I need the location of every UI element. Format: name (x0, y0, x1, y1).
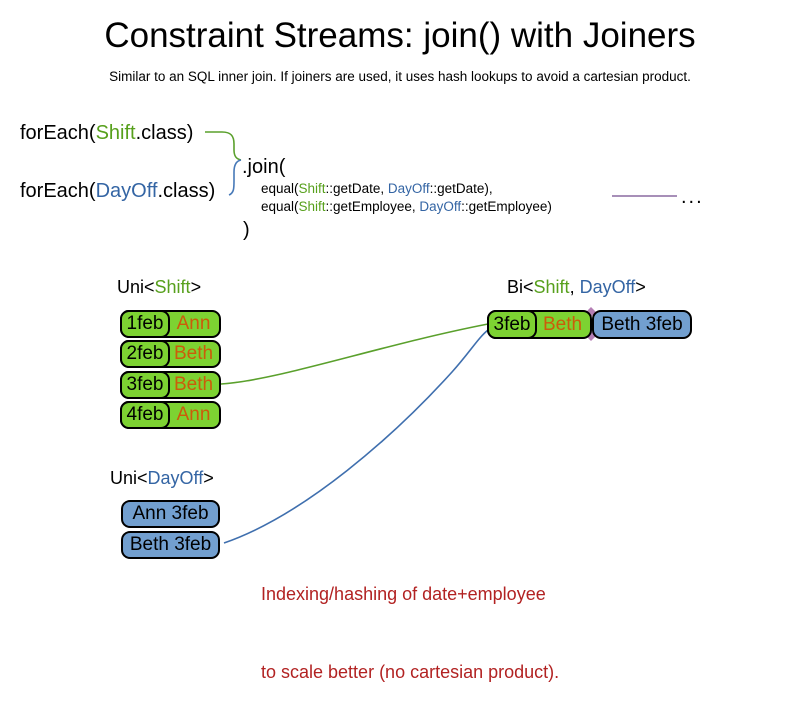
dayoff-class-token: DayOff (419, 199, 462, 214)
dayoff-row-ann-3feb: Ann 3feb (121, 500, 220, 528)
bi-label: Bi<Shift, DayOff> (507, 277, 646, 298)
brace-shift-to-join-line (205, 131, 242, 161)
shift-date-cell: 1feb (120, 310, 170, 338)
shift-date-cell: 3feb (120, 371, 170, 399)
uni-dayoff-label: Uni<DayOff> (110, 468, 214, 489)
shift-employee-cell: Ann (176, 404, 211, 425)
label-text: > (190, 277, 202, 297)
label-text: Bi< (507, 277, 534, 297)
dayoff-type-token: DayOff (147, 468, 204, 488)
more-joiners-ellipsis: ... (681, 186, 704, 208)
page-subtitle: Similar to an SQL inner join. If joiners… (109, 69, 691, 84)
code-foreach-dayoff: forEach(DayOff.class) (20, 179, 215, 203)
indexing-note-line1: Indexing/hashing of date+employee (261, 584, 546, 604)
connector-shift-to-bi-line (220, 323, 489, 385)
indexing-note-line2: to scale better (no cartesian product). (261, 662, 560, 682)
shift-date-cell: 4feb (120, 401, 170, 429)
code-text: ::getDate), (429, 181, 493, 196)
dayoff-type-token: DayOff (579, 277, 636, 297)
code-join-open: .join( (242, 156, 286, 178)
shift-employee-cell: Beth (542, 313, 583, 335)
code-text: forEach( (20, 180, 96, 202)
dayoff-cell: Ann 3feb (132, 503, 209, 524)
code-foreach-shift: forEach(Shift.class) (20, 121, 193, 145)
shift-type-token: Shift (154, 277, 191, 297)
shift-employee-cell: Beth (173, 343, 214, 364)
shift-row-3feb-beth: 3feb Beth (120, 371, 221, 399)
shift-date-cell: 2feb (120, 340, 170, 368)
bi-row-dayoff-part: Beth 3feb (592, 310, 692, 339)
dayoff-class-token: DayOff (95, 180, 158, 202)
dayoff-class-token: DayOff (387, 181, 430, 196)
dayoff-cell: Beth 3feb (601, 313, 683, 335)
code-text: ::getEmployee) (461, 199, 552, 214)
uni-shift-label: Uni<Shift> (117, 277, 201, 298)
code-text: ::getDate, (325, 181, 388, 196)
code-text: .class) (157, 180, 216, 202)
brace-dayoff-to-join-line (228, 159, 242, 196)
dayoff-cell: Beth 3feb (129, 534, 212, 555)
code-text: forEach( (20, 122, 96, 144)
code-text: equal( (261, 181, 299, 196)
label-text: Uni< (110, 468, 148, 488)
connector-dayoff-to-bi-line (223, 329, 489, 544)
shift-class-token: Shift (298, 199, 326, 214)
shift-type-token: Shift (533, 277, 570, 297)
label-text: Uni< (117, 277, 155, 297)
code-text: ::getEmployee, (325, 199, 420, 214)
shift-row-2feb-beth: 2feb Beth (120, 340, 221, 368)
code-text: .class) (135, 122, 194, 144)
shift-class-token: Shift (95, 122, 136, 144)
page-title: Constraint Streams: join() with Joiners (104, 16, 696, 55)
slide-canvas: { "title": "Constraint Streams: join() w… (20, 16, 704, 682)
shift-employee-cell: Ann (176, 313, 211, 334)
shift-date-cell: 3feb (487, 310, 537, 339)
code-join-close: ) (243, 219, 250, 241)
code-joiner-2: equal(Shift::getEmployee, DayOff::getEmp… (261, 199, 552, 216)
shift-row-1feb-ann: 1feb Ann (120, 310, 221, 338)
indexing-note: Indexing/hashing of date+employee to sca… (261, 529, 559, 711)
code-text: equal( (261, 199, 299, 214)
label-text: > (203, 468, 214, 488)
shift-row-4feb-ann: 4feb Ann (120, 401, 221, 429)
shift-class-token: Shift (298, 181, 326, 196)
bi-row-shift-part: 3feb Beth (487, 310, 592, 339)
shift-employee-cell: Beth (173, 374, 214, 395)
label-text: > (635, 277, 646, 297)
connector-lines-layer (205, 131, 677, 544)
label-text: , (569, 277, 580, 297)
dayoff-row-beth-3feb: Beth 3feb (121, 531, 220, 559)
code-joiner-1: equal(Shift::getDate, DayOff::getDate), (261, 181, 493, 198)
